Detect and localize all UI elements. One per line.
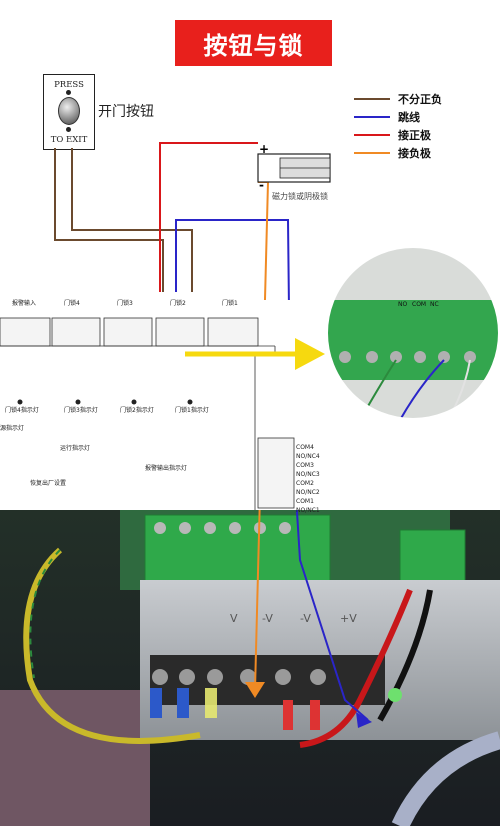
header-lock-2: 门锁2 [170,299,186,307]
svg-text:V: V [230,612,238,625]
legend-swatch [354,134,390,136]
legend-swatch [354,116,390,118]
ground-wire [23,547,201,744]
misc-label: 恢复出厂设置 [30,479,66,487]
relay-terminal-block [257,437,295,509]
legend-item: 接正极 [354,126,442,144]
psu-labels: V -V -V +V [230,612,357,625]
header-lock-3: 门锁3 [117,299,133,307]
legend-swatch [354,152,390,154]
header-lock-1: 门锁1 [222,299,238,307]
lock-label: 磁力锁或阴极锁 [272,192,328,201]
svg-text:-V: -V [262,612,273,625]
svg-text:COM2: COM2 [296,480,314,487]
arrow-head-icon [245,682,265,698]
yellow-arrow-icon [295,338,325,370]
svg-text:NO: NO [398,301,407,308]
indicator-label: 门锁3指示灯 [64,406,98,414]
svg-text:NO/NC4: NO/NC4 [296,453,320,460]
exit-button-plate: PRESS TO EXIT [43,74,95,150]
screw-icon [66,127,71,132]
svg-text:+V: +V [340,612,357,625]
exit-button-icon [58,97,80,125]
header-alarm-input: 报警输入 [12,299,36,307]
press-text: PRESS [54,80,84,90]
svg-text:COM: COM [412,301,426,308]
legend-swatch [354,98,390,100]
svg-text:-V: -V [300,612,311,625]
svg-text:NO/NC2: NO/NC2 [296,489,320,496]
cable-sleeve [391,731,500,826]
red-cable [299,588,413,748]
zoom-terminal-labels: NO COM NC [398,301,439,308]
svg-text:NO/NC3: NO/NC3 [296,471,320,478]
indicator-label: 门锁1指示灯 [175,406,209,414]
header-lock-4: 门锁4 [64,299,80,307]
indicator-label: 门锁4指示灯 [5,406,39,414]
lock-minus-sign: - [259,178,264,192]
legend-item: 接负极 [354,144,442,162]
led-dots [17,399,193,405]
wire-legend: 不分正负 跳线 接正极 接负极 [354,90,442,162]
psu-screws [152,669,326,685]
crimp-terminals [150,688,320,730]
misc-label: 源指示灯 [0,424,24,432]
exit-button-label: 开门按钮 [98,104,154,120]
red-wire [159,142,258,292]
arrow-head-icon [356,712,372,728]
page-title: 按钮与锁 [175,20,332,66]
relay-terms: COM4 NO/NC4 COM3 NO/NC3 COM2 NO/NC2 COM1… [296,444,320,514]
board-terminal-row [0,317,259,347]
green-led-icon [388,688,402,702]
board-headers: 报警输入 门锁4 门锁3 门锁2 门锁1 [12,299,238,307]
svg-text:COM3: COM3 [296,462,314,469]
legend-item: 跳线 [354,108,442,126]
ground-wire [29,549,61,679]
legend-item: 不分正负 [354,90,442,108]
terminal-screws [154,522,291,534]
zoom-circle-border [326,246,500,420]
indicator-label: 门锁2指示灯 [120,406,154,414]
svg-text:NO/NC1: NO/NC1 [296,507,320,514]
misc-label: 运行指示灯 [60,444,90,452]
svg-text:COM1: COM1 [296,498,314,505]
enclosure-lid [0,690,150,826]
misc-label: 报警输出指示灯 [145,464,187,472]
brown-wire [71,148,193,292]
brown-wire [54,148,164,292]
zoom-photo: NO COM NC [327,247,499,419]
to-exit-text: TO EXIT [50,135,88,145]
svg-text:NC: NC [430,301,439,308]
black-cable [377,589,433,722]
board-indicators: 门锁4指示灯 门锁3指示灯 门锁2指示灯 门锁1指示灯 源指示灯 运行指示灯 恢… [0,406,209,487]
zoom-screws [339,351,476,363]
svg-text:COM4: COM4 [296,444,314,451]
lock-plus-sign: + [259,142,270,156]
screw-icon [66,90,71,95]
